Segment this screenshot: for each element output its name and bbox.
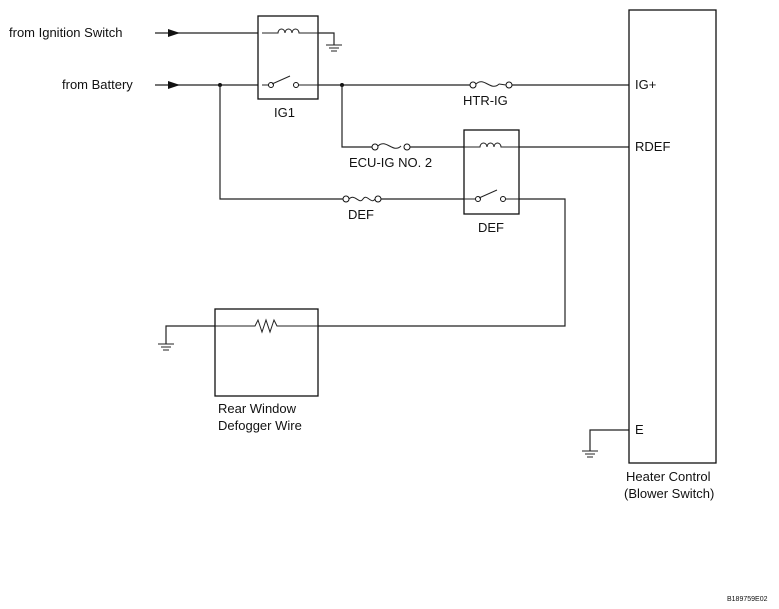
defogger-label-line2: Defogger Wire [218, 418, 302, 433]
ig1-ground-symbol [318, 32, 342, 52]
rear-window-defogger [214, 308, 319, 397]
htr-ig-fuse [469, 81, 513, 89]
ignition-input-arrow [155, 29, 258, 37]
heater-control-name-line1: Heater Control [626, 469, 711, 484]
terminal-e: E [635, 422, 644, 437]
ig1-relay-label: IG1 [274, 105, 295, 120]
def-relay-label: DEF [478, 220, 504, 235]
heater-control-block [628, 9, 717, 464]
figure-code: B189759E02 [727, 596, 768, 603]
terminal-ig-plus: IG+ [635, 77, 656, 92]
def-fuse [342, 195, 382, 203]
defogger-ground-symbol [158, 325, 215, 351]
battery-input-arrow [155, 81, 258, 89]
ignition-input-label: from Ignition Switch [9, 25, 122, 40]
heater-ground-symbol [582, 429, 629, 458]
ecu-ig-no2-fuse-label: ECU-IG NO. 2 [349, 155, 432, 170]
battery-input-label: from Battery [62, 77, 133, 92]
terminal-rdef: RDEF [635, 139, 670, 154]
heater-control-name-line2: (Blower Switch) [624, 486, 714, 501]
def-fuse-label: DEF [348, 207, 374, 222]
htr-ig-fuse-label: HTR-IG [463, 93, 508, 108]
ig1-relay [257, 15, 319, 100]
defogger-label-line1: Rear Window [218, 401, 297, 416]
def-relay [463, 129, 520, 215]
ecu-ig-no2-fuse [371, 143, 411, 151]
